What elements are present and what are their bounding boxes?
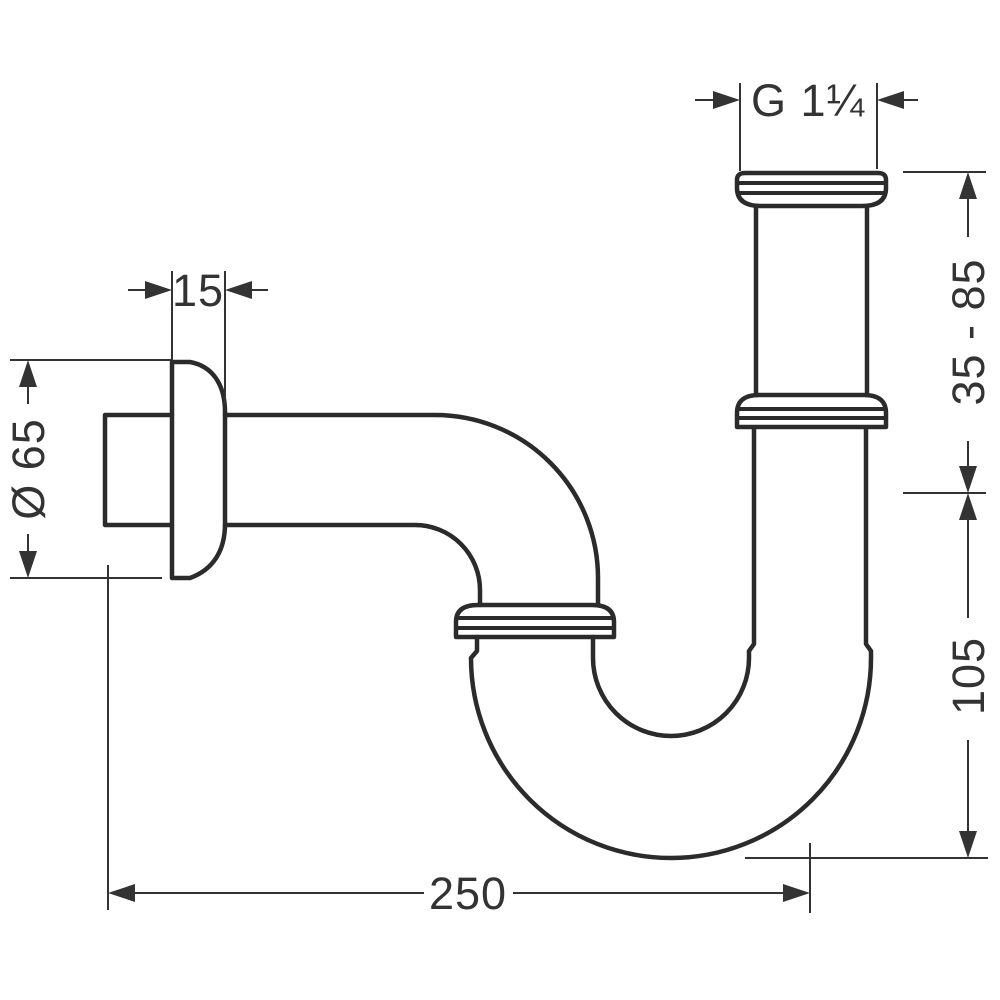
extension-lines (739, 83, 878, 171)
dimension-arrowheads (19, 360, 37, 578)
p-trap-outline (102, 170, 889, 861)
dimension-arrowheads (145, 281, 252, 299)
outlet-pipe-inner-edge (222, 522, 483, 608)
extension-lines (107, 565, 811, 913)
trap-coupling-nut-ridges (457, 616, 613, 630)
inlet-top-nut (734, 170, 889, 209)
dimension-escutcheon-depth: 15 (128, 265, 268, 404)
wall-pipe-stub (102, 412, 175, 528)
extension-lines (171, 271, 226, 404)
dimension-trap-depth: 105 (745, 493, 994, 859)
wall-escutcheon (169, 359, 228, 581)
inlet-lower-nut-ridges (738, 407, 885, 420)
u-bend-inner-edge (590, 425, 757, 739)
dimension-inlet-height-range: 35 - 85 (903, 171, 994, 494)
outlet-pipe-outer-edge (222, 412, 601, 608)
dimension-wall-to-axis: 250 (107, 565, 811, 919)
extension-lines (903, 171, 986, 494)
trap-coupling-nut (453, 602, 617, 640)
dimension-label-escutcheon-depth: 15 (172, 265, 224, 316)
dimension-label-wall-to-axis: 250 (429, 868, 507, 919)
dimension-label-inlet-height-range: 35 - 85 (943, 258, 994, 405)
dimension-label-trap-depth: 105 (943, 637, 994, 715)
inlet-top-nut-ridges (737, 181, 886, 195)
dimension-label-escutcheon-diameter: Ø 65 (3, 418, 54, 520)
u-bend-outer-edge (468, 425, 874, 861)
extension-lines (10, 359, 171, 579)
dimension-escutcheon-diameter: Ø 65 (3, 359, 171, 579)
inlet-lower-nut (734, 392, 889, 430)
dimension-label-thread-size: G 1¼ (751, 75, 866, 126)
inlet-tube (753, 204, 870, 398)
dimension-thread-size: G 1¼ (695, 75, 918, 171)
